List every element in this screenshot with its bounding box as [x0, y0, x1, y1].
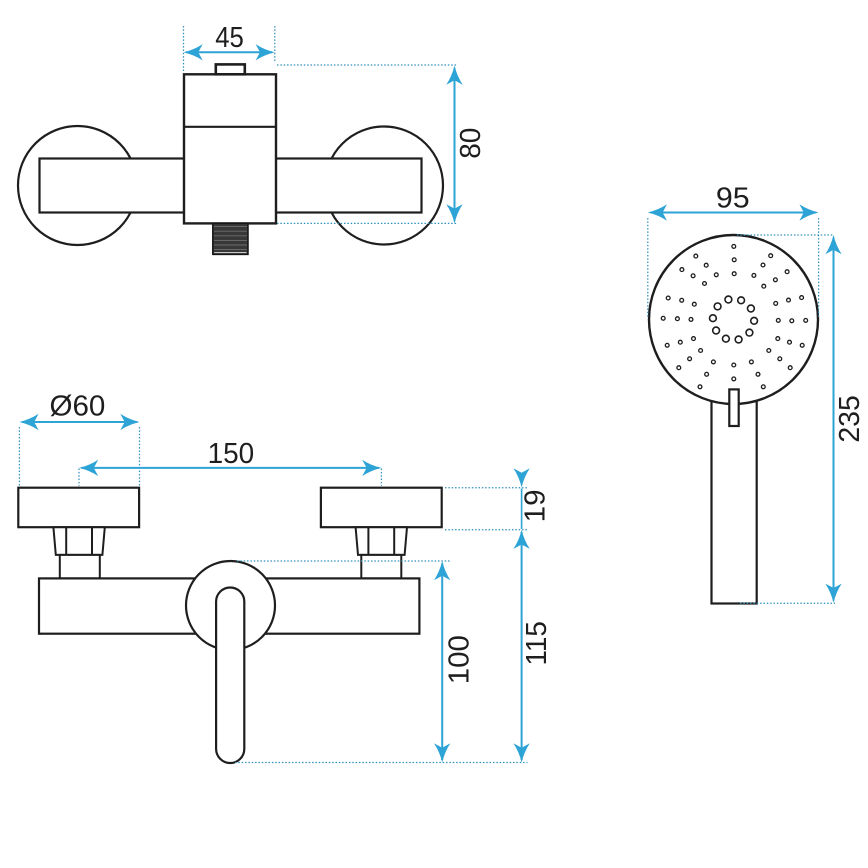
svg-text:100: 100	[443, 635, 475, 684]
svg-text:115: 115	[521, 621, 553, 665]
svg-text:Ø60: Ø60	[49, 391, 105, 423]
svg-text:150: 150	[208, 438, 255, 470]
svg-text:19: 19	[519, 489, 551, 522]
svg-text:45: 45	[215, 22, 244, 54]
svg-text:95: 95	[716, 183, 750, 215]
svg-text:235: 235	[834, 395, 866, 443]
svg-text:80: 80	[455, 128, 487, 159]
